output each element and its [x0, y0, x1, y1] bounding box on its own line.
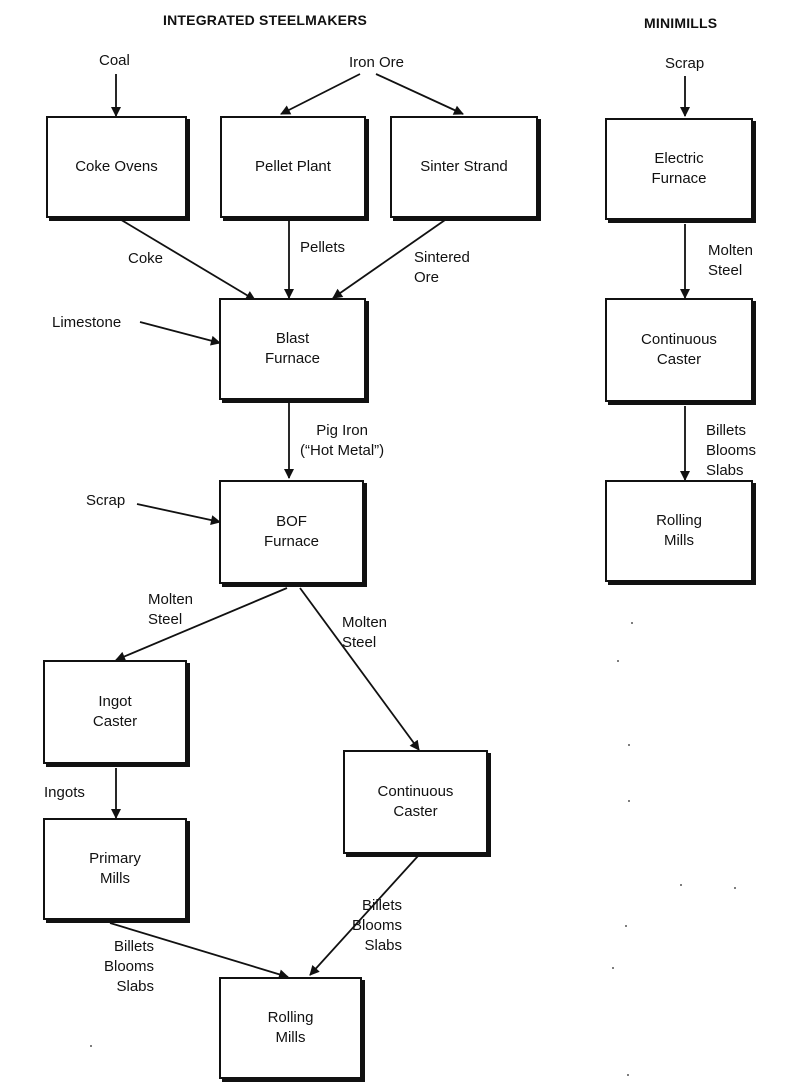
- arrow-bof-to-ingot-caster: [115, 587, 288, 662]
- mini-flow-billets: Billets Blooms Slabs: [706, 422, 757, 479]
- scan-speck: [90, 1045, 92, 1047]
- rolling-mills-box: Rolling Mills: [219, 977, 362, 1079]
- pellet-plant-box: Pellet Plant: [220, 116, 366, 218]
- flow-billets-primary: Billets Blooms Slabs: [104, 938, 155, 995]
- minimills-heading: MINIMILLS: [644, 15, 718, 31]
- arrow-ore-to-pellet-plant: [280, 73, 361, 115]
- flow-molten-steel-right: Molten Steel: [342, 614, 388, 651]
- scan-speck: [680, 884, 682, 886]
- arrow-ore-to-sinter-strand: [375, 73, 464, 115]
- scan-speck: [617, 660, 619, 662]
- mini-continuous-caster-box: Continuous Caster: [605, 298, 753, 402]
- bof-furnace-box: BOF Furnace: [219, 480, 364, 584]
- scan-speck: [625, 925, 627, 927]
- input-limestone: Limestone: [52, 314, 122, 331]
- arrow-limestone-to-blast-furnace: [139, 321, 221, 346]
- arrow-coke-to-blast-furnace: [117, 217, 256, 301]
- arrow-scrap-to-bof: [136, 503, 221, 525]
- mini-input-scrap: Scrap: [665, 55, 705, 72]
- integrated-heading: INTEGRATED STEELMAKERS: [163, 12, 368, 28]
- arrow-bof-to-continuous-caster: [299, 587, 420, 751]
- scan-speck: [631, 622, 633, 624]
- scan-speck: [628, 744, 630, 746]
- flow-ingots: Ingots: [44, 784, 85, 801]
- flow-sintered-ore: Sintered Ore: [414, 249, 470, 286]
- blast-furnace-box: Blast Furnace: [219, 298, 366, 400]
- input-iron-ore: Iron Ore: [349, 54, 405, 71]
- scan-speck: [734, 887, 736, 889]
- input-scrap: Scrap: [86, 492, 126, 509]
- electric-furnace-box: Electric Furnace: [605, 118, 753, 220]
- input-coal: Coal: [99, 52, 130, 69]
- scan-speck: [628, 800, 630, 802]
- ingot-caster-box: Ingot Caster: [43, 660, 187, 764]
- sinter-strand-box: Sinter Strand: [390, 116, 538, 218]
- scan-speck: [612, 967, 614, 969]
- scan-speck: [627, 1074, 629, 1076]
- arrow-sinter-to-blast-furnace: [332, 219, 446, 299]
- arrow-caster-to-rolling-mills: [309, 855, 419, 976]
- mini-rolling-mills-box: Rolling Mills: [605, 480, 753, 582]
- mini-flow-molten-steel: Molten Steel: [708, 242, 754, 279]
- arrow-primary-to-rolling-mills: [109, 922, 289, 980]
- flow-pellets: Pellets: [300, 239, 346, 256]
- continuous-caster-box: Continuous Caster: [343, 750, 488, 854]
- flow-molten-steel-left: Molten Steel: [148, 591, 194, 628]
- flow-billets-caster: Billets Blooms Slabs: [352, 897, 403, 954]
- flow-coke: Coke: [128, 250, 164, 267]
- flow-pig-iron: Pig Iron (“Hot Metal”): [300, 422, 385, 459]
- primary-mills-box: Primary Mills: [43, 818, 187, 920]
- coke-ovens-box: Coke Ovens: [46, 116, 187, 218]
